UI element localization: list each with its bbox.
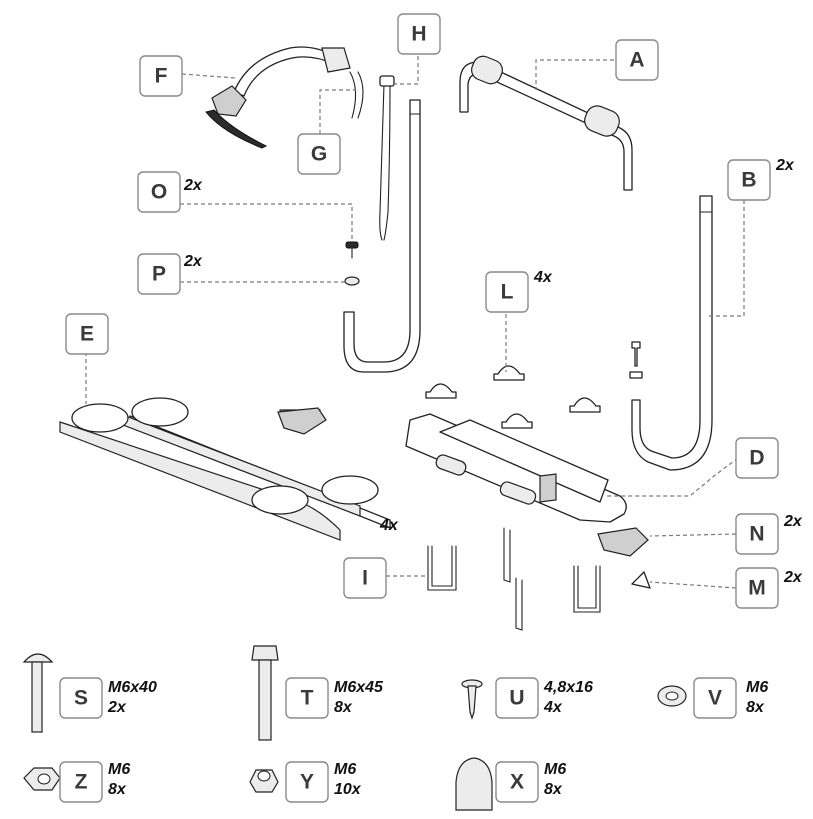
part-i-u-bolts <box>427 527 601 631</box>
label-b-qty: 2x <box>775 157 795 174</box>
part-h-upright <box>343 75 421 373</box>
label-g: G <box>297 133 341 175</box>
hardware-u-qty: 4x <box>543 699 563 716</box>
label-i-letter: I <box>362 567 368 590</box>
hardware-x-cap-drawing <box>455 757 493 811</box>
label-m-qty: 2x <box>783 569 803 586</box>
hardware-t-label: T M6x45 8x <box>285 677 384 719</box>
hardware-z-qty: 8x <box>108 781 127 798</box>
hardware-y-label: Y M6 10x <box>285 761 362 803</box>
hardware-t-qty: 8x <box>334 699 353 716</box>
hardware-u-label: U 4,8x16 4x <box>495 677 593 719</box>
label-e-letter: E <box>80 323 94 346</box>
label-n-qty: 2x <box>783 513 803 530</box>
label-f: F <box>139 55 183 97</box>
hardware-u-letter: U <box>509 687 524 710</box>
hardware-s-letter: S <box>74 687 88 710</box>
hardware-x-label: X M6 8x <box>495 761 566 803</box>
label-l-letter: L <box>501 281 514 304</box>
label-i: I <box>343 557 387 599</box>
label-a: A <box>615 39 659 81</box>
hardware-z-letter: Z <box>75 771 88 794</box>
hardware-v-washer-drawing <box>657 685 687 707</box>
hardware-s-label: S M6x40 2x <box>59 677 157 719</box>
leader-lines <box>85 56 745 589</box>
label-p-letter: P <box>152 263 166 286</box>
hardware-t-letter: T <box>301 687 314 710</box>
hardware-x-letter: X <box>510 771 524 794</box>
label-e: E <box>65 313 109 355</box>
hardware-z-nut-drawing <box>23 767 61 791</box>
hardware-y-size: M6 <box>334 761 356 778</box>
label-g-letter: G <box>311 143 327 166</box>
label-d-letter: D <box>749 447 764 470</box>
hardware-s-size: M6x40 <box>108 679 157 696</box>
hardware-y-qty: 10x <box>334 781 362 798</box>
hardware-x-qty: 8x <box>544 781 563 798</box>
hardware-y-nut-drawing <box>249 769 279 793</box>
part-m-bracket <box>631 571 651 589</box>
label-h: H <box>397 13 441 55</box>
hardware-y-letter: Y <box>300 771 314 794</box>
label-n: N 2x <box>735 513 803 555</box>
part-e-bike-rails <box>59 397 391 541</box>
label-p: P 2x <box>137 253 203 295</box>
label-a-letter: A <box>629 49 644 72</box>
part-b-upright <box>629 195 713 471</box>
hardware-t-size: M6x45 <box>334 679 384 696</box>
part-o-bolt <box>345 241 359 259</box>
label-h-letter: H <box>411 23 426 46</box>
label-n-letter: N <box>749 523 764 546</box>
label-l-qty: 4x <box>533 269 553 286</box>
hardware-u-screw-drawing <box>461 679 483 720</box>
label-m: M 2x <box>735 567 803 609</box>
hardware-z-label: Z M6 8x <box>59 761 130 803</box>
part-d-base-frame <box>405 413 627 523</box>
label-p-qty: 2x <box>183 253 203 270</box>
hardware-v-label: V M6 8x <box>693 677 768 719</box>
hardware-x-size: M6 <box>544 761 566 778</box>
label-l: L 4x <box>485 269 553 313</box>
label-b: B 2x <box>727 157 795 201</box>
hardware-v-letter: V <box>708 687 722 710</box>
label-d: D <box>735 437 779 479</box>
hardware-s-qty: 2x <box>107 699 127 716</box>
hardware-t-bolt-drawing <box>251 645 279 741</box>
label-f-letter: F <box>155 65 168 88</box>
label-b-letter: B <box>741 169 756 192</box>
part-a-top-bar <box>459 55 633 191</box>
hardware-v-qty: 8x <box>746 699 765 716</box>
part-f-holder-arm <box>205 46 364 149</box>
part-p-washer <box>344 276 360 286</box>
label-o-qty: 2x <box>183 177 203 194</box>
label-m-letter: M <box>748 577 766 600</box>
part-l-clamps <box>425 365 601 429</box>
hardware-v-size: M6 <box>746 679 768 696</box>
label-o: O 2x <box>137 171 203 213</box>
hardware-z-size: M6 <box>108 761 130 778</box>
part-e-qty: 4x <box>379 517 399 534</box>
hardware-u-size: 4,8x16 <box>543 679 593 696</box>
part-n-plate <box>277 407 649 557</box>
hardware-s-bolt-drawing <box>22 653 54 733</box>
label-o-letter: O <box>151 181 167 204</box>
